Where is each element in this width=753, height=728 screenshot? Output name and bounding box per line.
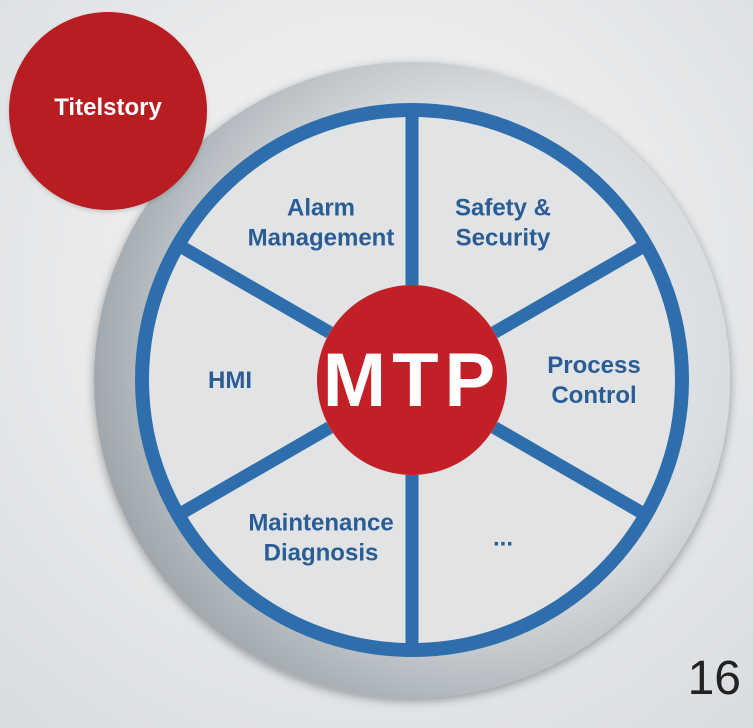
wheel-spoke bbox=[491, 239, 650, 339]
segment-label-line: ... bbox=[493, 525, 513, 552]
segment-label-line: Diagnosis bbox=[264, 540, 379, 567]
titelstory-badge: Titelstory bbox=[9, 12, 207, 210]
badge-label: Titelstory bbox=[54, 94, 162, 121]
page-number: 16 bbox=[687, 652, 741, 705]
segment-label-line: Maintenance bbox=[248, 510, 393, 537]
segment-label-line: Process bbox=[547, 352, 640, 379]
wheel-spoke bbox=[174, 239, 333, 339]
mtp-center-label: MTP bbox=[323, 338, 501, 423]
segment-label-line: Management bbox=[248, 224, 395, 251]
segment-label-line: Alarm bbox=[287, 194, 355, 221]
wheel-spoke bbox=[491, 421, 650, 521]
mtp-center-circle bbox=[317, 285, 507, 475]
segment-label-line: HMI bbox=[208, 367, 252, 394]
segment-label: ... bbox=[493, 525, 513, 552]
segment-label-line: Safety & bbox=[455, 194, 551, 221]
wheel-outer-ring bbox=[135, 103, 689, 657]
segment-label-line: Security bbox=[456, 224, 551, 251]
segment-label: HMI bbox=[208, 367, 252, 394]
segment-label: Safety & Security bbox=[455, 194, 551, 251]
wheel-spoke bbox=[174, 421, 333, 521]
segment-label-line: Control bbox=[551, 382, 636, 409]
